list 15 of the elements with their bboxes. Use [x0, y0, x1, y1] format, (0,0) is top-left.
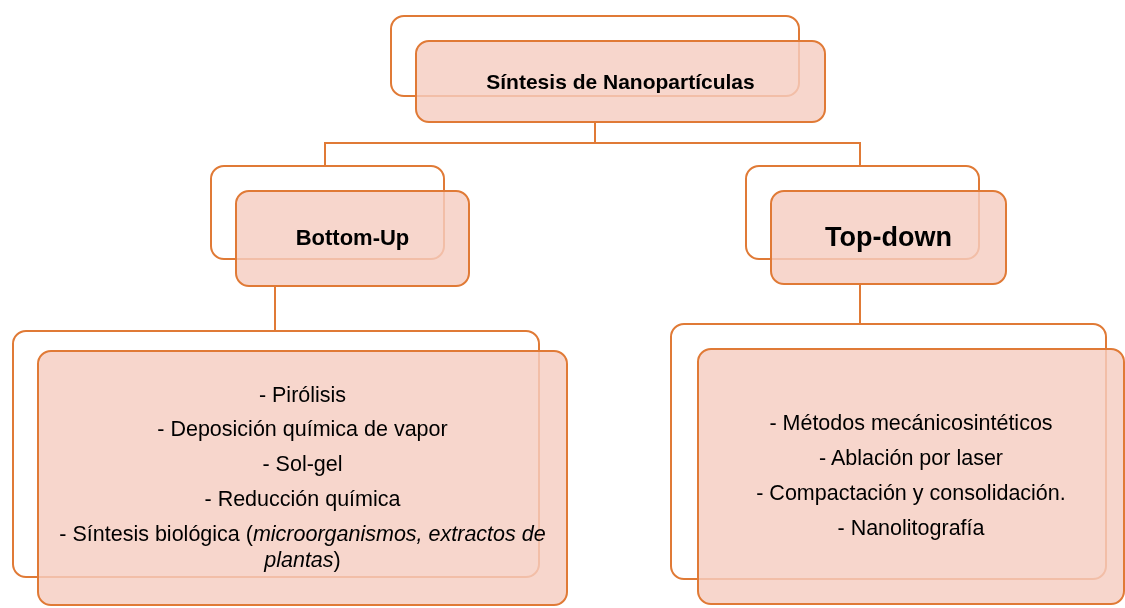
node-text: - Deposición química de vapor	[157, 417, 448, 444]
connector-line	[859, 284, 861, 324]
node-text: Top-down	[825, 221, 952, 254]
node-text: - Síntesis biológica (microorganismos, extractos de plantas)	[58, 521, 547, 574]
node-text: - Compactación y consolidación.	[756, 481, 1066, 507]
node-text: - Sol-gel	[262, 452, 343, 478]
node-text: - Ablación por laser	[818, 446, 1003, 472]
connector-line	[274, 286, 276, 331]
node-text: Síntesis de Nanopartículas	[486, 68, 755, 95]
node-text: Bottom-Up	[295, 225, 410, 252]
connector-line	[594, 122, 861, 166]
node-text: - Nanolitografía	[837, 515, 985, 542]
node-text: - Métodos mecánicosintéticos	[769, 411, 1053, 438]
node-text: - Reducción química	[204, 487, 401, 513]
node-text: - Pirólisis	[258, 382, 347, 409]
